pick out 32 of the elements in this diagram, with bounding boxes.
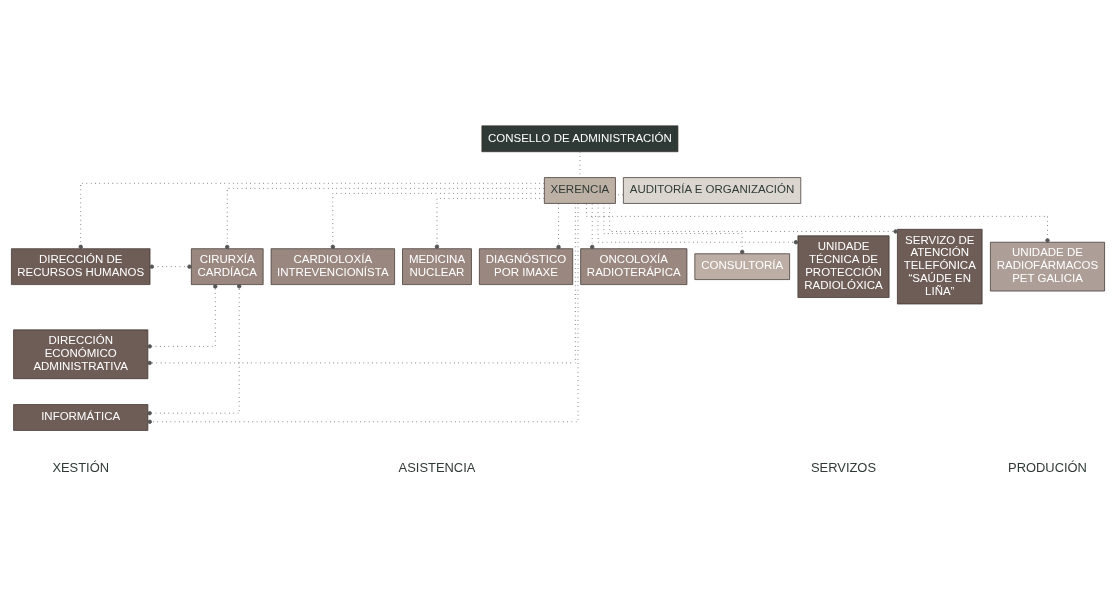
node-box: CARDIOLOXÍA INTREVENCIONÍSTA [270,247,395,285]
connector [147,202,579,424]
label: SERVIZOS [810,459,877,475]
connector [590,202,595,249]
node-box: AUDITORÍA E ORGANIZACIÓN [623,176,802,204]
node-box: DIRECCIÓN DE RECURSOS HUMANOS [11,247,151,285]
node-box: CONSELLO DE ADMINISTRACIÓN [481,125,679,152]
node-box: DIAGNÓSTICO POR IMAXE [479,247,574,285]
node-box: ONCOLOXÍA RADIOTERÁPICA [580,247,688,285]
node-box: XERENCIA [544,176,616,204]
node-box: MEDICINA NUCLEAR [402,247,472,285]
label: PRODUCIÓN [1008,459,1087,475]
connector [603,202,745,254]
connector [556,202,561,249]
node-box: SERVIZO DE ATENCIÓN TELEFÓNICA “SAÚDE EN LIÑA” [897,228,983,304]
connector [149,263,192,269]
connector [147,283,242,415]
connector [609,202,898,234]
node-box: CIRURXÍA CARDÍACA [190,247,264,285]
connector [78,182,545,249]
connector [330,192,545,249]
label: ASISTENCIA [398,459,476,475]
connector [434,197,545,249]
node-box: DIRECCIÓN ECONÓMICO ADMINISTRATIVA [13,329,149,379]
connector [585,202,1050,243]
connector [147,283,218,349]
node-box: UNIDADE DE RADIOFÁRMACOS PET GALICIA [990,241,1105,291]
connector [225,187,545,249]
node-box: UNIDADE TÉCNICA DE PROTECCIÓN RADIOLÓXICA [797,234,890,298]
node-box: CONSULTORÍA [694,252,790,280]
label: XESTIÓN [52,459,110,475]
node-box: INFORMÁTICA [13,403,149,431]
